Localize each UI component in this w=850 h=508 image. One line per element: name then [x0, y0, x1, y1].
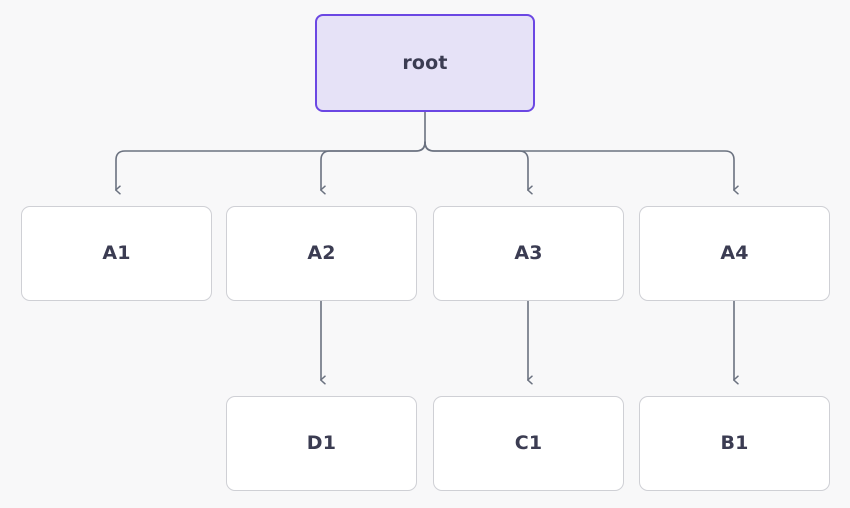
- node-b1[interactable]: B1: [639, 396, 830, 491]
- node-c1-label: C1: [514, 432, 543, 454]
- node-root-label: root: [402, 51, 448, 74]
- edge-root-to-a1: [115, 141, 426, 195]
- edge-root-to-a2: [320, 141, 426, 195]
- edge-root-to-a3: [424, 141, 533, 195]
- node-root[interactable]: root: [315, 14, 535, 112]
- node-a3-label: A3: [514, 242, 543, 264]
- node-a2-label: A2: [307, 242, 336, 264]
- node-a3[interactable]: A3: [433, 206, 624, 301]
- node-a2[interactable]: A2: [226, 206, 417, 301]
- node-a1[interactable]: A1: [21, 206, 212, 301]
- node-d1[interactable]: D1: [226, 396, 417, 491]
- node-a4-label: A4: [720, 242, 749, 264]
- edge-root-to-a4: [424, 141, 739, 195]
- node-a4[interactable]: A4: [639, 206, 830, 301]
- node-c1[interactable]: C1: [433, 396, 624, 491]
- node-d1-label: D1: [306, 432, 337, 454]
- node-b1-label: B1: [720, 432, 749, 454]
- node-a1-label: A1: [102, 242, 131, 264]
